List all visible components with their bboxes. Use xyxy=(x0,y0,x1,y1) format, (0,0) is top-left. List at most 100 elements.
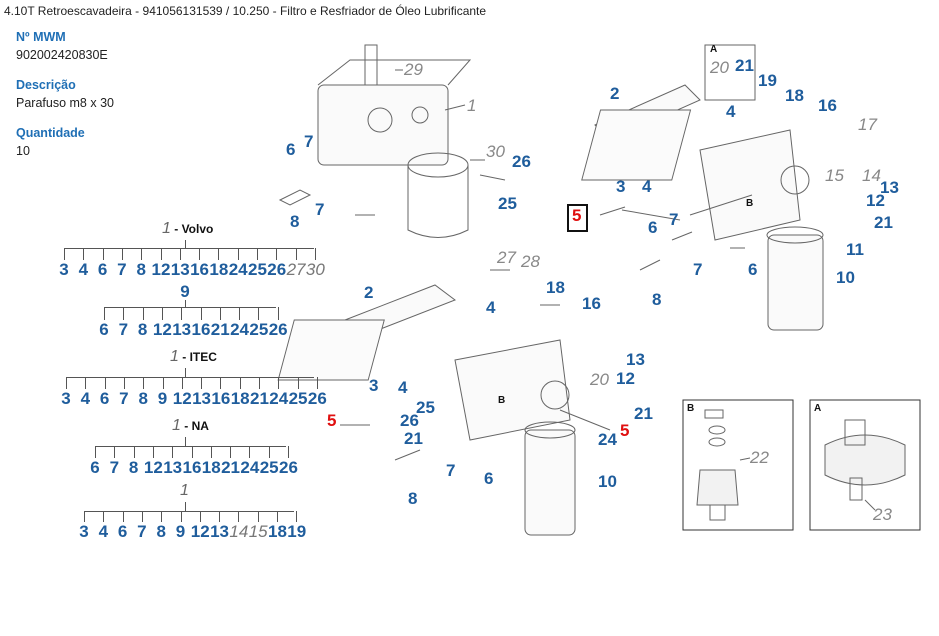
tree-leaf-item[interactable]: 24 xyxy=(230,320,250,339)
tree-leaf-item[interactable]: 25 xyxy=(259,458,279,477)
tree-leaf-item[interactable]: 8 xyxy=(128,458,139,477)
selected-callout-box[interactable] xyxy=(567,204,588,232)
callout-26b[interactable]: 26 xyxy=(400,411,419,430)
tree-leaf-item[interactable]: 26 xyxy=(267,260,287,279)
callout-21[interactable]: 21 xyxy=(735,56,754,75)
tree-leaf-item[interactable]: 13 xyxy=(192,389,212,408)
tree-leaf-item[interactable]: 8 xyxy=(137,320,148,339)
callout-4d[interactable]: 4 xyxy=(398,378,408,397)
tree-leaf-item[interactable]: 19 xyxy=(287,522,307,541)
tree-leaf-item[interactable]: 7 xyxy=(117,260,127,279)
callout-7c[interactable]: 7 xyxy=(669,210,679,229)
callout-18[interactable]: 18 xyxy=(785,86,804,105)
tree-leaf-item[interactable]: 4 xyxy=(98,522,109,541)
callout-1[interactable]: 1 xyxy=(467,96,477,115)
tree-leaf-item[interactable]: 16 xyxy=(191,320,211,339)
callout-4b[interactable]: 4 xyxy=(642,177,652,196)
callout-29[interactable]: 29 xyxy=(404,60,423,79)
callout-30[interactable]: 30 xyxy=(486,142,505,161)
callout-12b[interactable]: 12 xyxy=(616,369,635,388)
tree-leaf-item[interactable]: 6 xyxy=(90,458,100,477)
callout-5b[interactable]: 5 xyxy=(327,411,337,430)
callout-4c[interactable]: 4 xyxy=(486,298,496,317)
tree-leaf-item[interactable]: 9 xyxy=(157,389,168,408)
tree-leaf-item[interactable]: 24 xyxy=(269,389,289,408)
tree-leaf-item[interactable]: 13 xyxy=(210,522,230,541)
callout-4[interactable]: 4 xyxy=(726,102,736,121)
tree-leaf-item[interactable]: 27 xyxy=(286,260,306,279)
callout-17[interactable]: 17 xyxy=(858,115,877,134)
callout-15[interactable]: 15 xyxy=(825,166,844,185)
tree-leaf-item[interactable]: 4 xyxy=(80,389,91,408)
callout-11[interactable]: 11 xyxy=(846,240,864,259)
callout-12[interactable]: 12 xyxy=(866,191,885,210)
tree-leaf-item[interactable]: 3 xyxy=(79,522,89,541)
callout-7d[interactable]: 7 xyxy=(693,260,703,279)
tree-leaf-item[interactable]: 4 xyxy=(78,260,89,279)
tree-leaf-item[interactable]: 13 xyxy=(170,260,190,279)
tree-leaf-item[interactable]: 8 xyxy=(136,260,146,279)
tree-leaf-item[interactable]: 7 xyxy=(109,458,120,477)
callout-10b[interactable]: 10 xyxy=(598,472,617,491)
callout-27[interactable]: 27 xyxy=(497,248,516,267)
tree-leaf-item[interactable]: 15 xyxy=(248,522,268,541)
callout-24[interactable]: 24 xyxy=(598,430,617,449)
tree-leaf-item[interactable]: 6 xyxy=(99,389,110,408)
tree-leaf-item[interactable]: 24 xyxy=(228,260,248,279)
callout-16b[interactable]: 16 xyxy=(582,294,601,313)
tree-leaf-item[interactable]: 18 xyxy=(268,522,287,541)
tree-leaf-item[interactable]: 6 xyxy=(99,320,109,339)
tree-leaf-item[interactable]: 6 xyxy=(117,522,128,541)
tree-leaf-item[interactable]: 12 xyxy=(151,260,171,279)
callout-19[interactable]: 19 xyxy=(758,71,777,90)
tree-leaf-item[interactable]: 8 xyxy=(156,522,166,541)
tree-leaf-item[interactable]: 16 xyxy=(182,458,202,477)
callout-21b[interactable]: 21 xyxy=(874,213,893,232)
tree-leaf-item[interactable]: 12 xyxy=(172,389,192,408)
tree-leaf-item[interactable]: 13 xyxy=(163,458,183,477)
callout-25b[interactable]: 25 xyxy=(416,398,435,417)
tree-leaf-item[interactable]: 6 xyxy=(97,260,108,279)
tree-leaf-item[interactable]: 21 xyxy=(221,458,241,477)
callout-20b[interactable]: 20 xyxy=(590,370,609,389)
tree-leaf-item[interactable]: 30 xyxy=(305,260,325,279)
callout-25[interactable]: 25 xyxy=(498,194,517,213)
callout-8[interactable]: 8 xyxy=(290,212,300,231)
callout-7[interactable]: 7 xyxy=(304,132,314,151)
callout-8b[interactable]: 8 xyxy=(652,290,662,309)
callout-6c[interactable]: 6 xyxy=(748,260,758,279)
callout-28[interactable]: 28 xyxy=(521,252,540,271)
callout-22[interactable]: 22 xyxy=(750,448,769,467)
callout-5c[interactable]: 5 xyxy=(620,421,630,440)
tree-leaf-item[interactable]: 26 xyxy=(279,458,298,477)
tree-leaf-item[interactable]: 16 xyxy=(190,260,210,279)
callout-6b[interactable]: 6 xyxy=(648,218,658,237)
tree-leaf-item[interactable]: 7 xyxy=(119,389,129,408)
tree-leaf-item[interactable]: 9 xyxy=(175,522,186,541)
tree-leaf-item[interactable]: 8 xyxy=(138,389,148,408)
tree-leaf-item[interactable]: 21 xyxy=(210,320,230,339)
tree-leaf-item[interactable]: 3 xyxy=(61,389,71,408)
tree-leaf-item[interactable]: 12 xyxy=(152,320,172,339)
callout-7b[interactable]: 7 xyxy=(315,200,325,219)
tree-leaf-item[interactable]: 7 xyxy=(137,522,147,541)
callout-13[interactable]: 13 xyxy=(880,178,899,197)
tree-leaf-item[interactable]: 13 xyxy=(172,320,192,339)
tree-leaf-item[interactable]: 18 xyxy=(201,458,221,477)
callout-21c[interactable]: 21 xyxy=(634,404,653,423)
callout-20[interactable]: 20 xyxy=(710,58,729,77)
callout-8c[interactable]: 8 xyxy=(408,489,418,508)
callout-6d[interactable]: 6 xyxy=(484,469,494,488)
tree-leaf-item[interactable]: 12 xyxy=(190,522,210,541)
callout-6[interactable]: 6 xyxy=(286,140,296,159)
tree-leaf-item[interactable]: 7 xyxy=(118,320,129,339)
callout-14[interactable]: 14 xyxy=(862,166,881,185)
tree-leaf-item[interactable]: 3 xyxy=(59,260,69,279)
tree-volvo-sub[interactable]: 9 xyxy=(180,282,190,301)
callout-18b[interactable]: 18 xyxy=(546,278,565,297)
callout-16[interactable]: 16 xyxy=(818,96,837,115)
callout-21d[interactable]: 21 xyxy=(404,429,423,448)
callout-26[interactable]: 26 xyxy=(512,152,531,171)
tree-leaf-item[interactable]: 14 xyxy=(229,522,249,541)
tree-leaf-item[interactable]: 18 xyxy=(230,389,250,408)
